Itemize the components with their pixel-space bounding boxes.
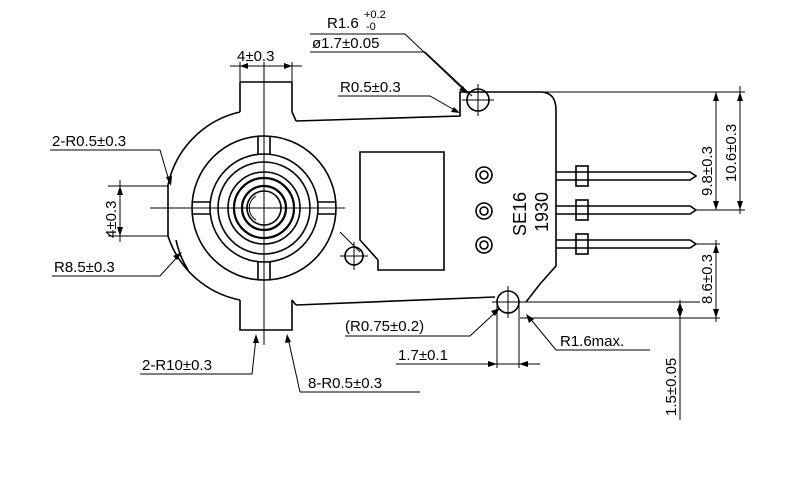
two-r10-label: 2-R10±0.3 xyxy=(142,357,212,374)
center-lines xyxy=(150,62,345,345)
terminal-pins xyxy=(556,165,698,255)
r85-label: R8.5±0.3 xyxy=(54,259,115,276)
r16max-label: R1.6max. xyxy=(560,333,624,350)
part-outline xyxy=(167,81,557,331)
marking-se16: SE16 xyxy=(510,192,530,236)
terminal-pads xyxy=(475,166,493,254)
d15-label: 1.5±0.05 xyxy=(663,358,680,416)
eight-r05-label: 8-R0.5±0.3 xyxy=(308,375,382,392)
two-r05-label: 2-R0.5±0.3 xyxy=(52,133,126,150)
r075-label: (R0.75±0.2) xyxy=(345,318,424,335)
mounting-hole-top xyxy=(462,84,494,116)
d86-label: 8.6±0.3 xyxy=(699,254,716,304)
d98-label: 9.8±0.3 xyxy=(699,146,716,196)
locating-mark xyxy=(340,242,368,270)
vert-4-label: 4±0.3 xyxy=(103,201,120,238)
r05-top-label: R0.5±0.3 xyxy=(340,79,401,96)
r16-label: R1.6 xyxy=(327,15,359,32)
marking-1930: 1930 xyxy=(532,192,552,232)
phi-hole-label: ø1.7±0.05 xyxy=(312,35,379,52)
r16-tol-upper: +0.2 xyxy=(364,9,386,21)
w17-label: 1.7±0.1 xyxy=(398,347,448,364)
d106-label: 10.6±0.3 xyxy=(723,124,740,182)
dimension-lines xyxy=(50,33,745,420)
width-4-label: 4±0.3 xyxy=(237,48,274,65)
r16-tol-lower: -0 xyxy=(366,21,376,33)
body-window xyxy=(339,151,445,271)
